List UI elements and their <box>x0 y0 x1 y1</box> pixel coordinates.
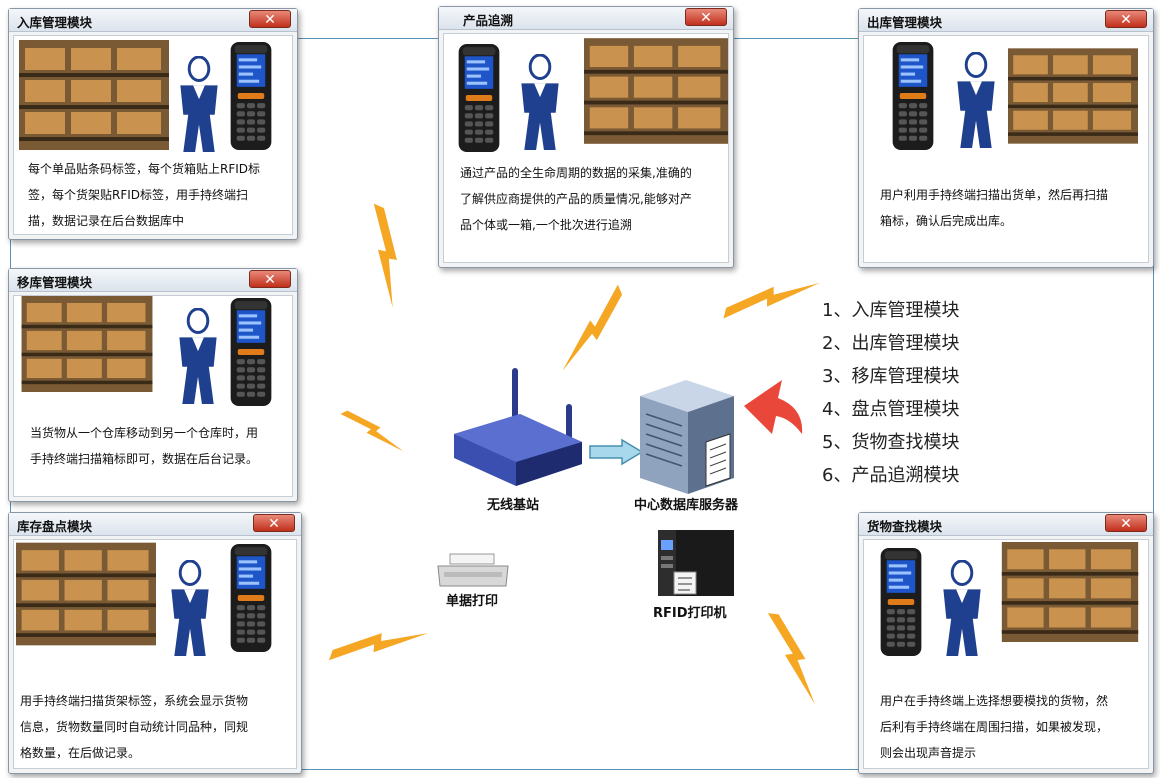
panel-titlebar: 出库管理模块 ✕ <box>859 9 1153 32</box>
module-list-item: 3、移库管理模块 <box>822 366 960 387</box>
router-label: 无线基站 <box>487 498 540 513</box>
handheld-terminal-icon <box>878 546 924 658</box>
desc-line: 了解供应商提供的产品的质量情况,能够对产 <box>460 192 692 206</box>
desc-line: 描，数据记录在后台数据库中 <box>28 214 185 228</box>
printer-icon <box>437 553 509 587</box>
desc-line: 每个单品贴条码标签，每个货箱贴上RFID标 <box>28 162 261 176</box>
panel-title: 库存盘点模块 <box>17 519 93 534</box>
module-list-item: 2、出库管理模块 <box>822 333 960 354</box>
panel-titlebar: 入库管理模块 ✕ <box>9 9 297 32</box>
warehouse-photo <box>1000 542 1140 642</box>
red-arrow-icon <box>744 380 803 434</box>
server-icon <box>640 380 734 494</box>
module-list-item: 1、入库管理模块 <box>822 300 960 321</box>
panel-titlebar: 库存盘点模块 ✕ <box>9 513 301 536</box>
panel-inbound: 入库管理模块 ✕ 每个单品贴条码标签，每个货箱贴上RFID标 签，每个货架贴RF… <box>8 8 298 240</box>
warehouse-photo <box>19 40 169 150</box>
desc-line: 品个体或一箱,一个批次进行追溯 <box>460 218 632 232</box>
close-icon[interactable]: ✕ <box>685 8 727 26</box>
warehouse-photo <box>16 296 158 392</box>
desc-line: 信息，货物数量同时自动统计同品种，同规 <box>20 720 249 734</box>
close-icon[interactable]: ✕ <box>249 270 291 288</box>
rfid-printer-label: RFID打印机 <box>653 606 727 621</box>
desc-line: 则会出现声音提示 <box>880 746 977 760</box>
warehouse-photo <box>584 36 728 146</box>
handheld-terminal-icon <box>890 40 936 152</box>
panel-trace: 产品追溯 ✕ 通过产品的全生命周期的数据的采集,准确的 了解供应商提供的产品的质… <box>438 6 734 268</box>
module-list-item: 4、盘点管理模块 <box>822 399 960 420</box>
panel-outbound: 出库管理模块 ✕ 用户利用手持终端扫描出货单，然后再扫描 箱标，确认后完成出库。 <box>858 8 1154 268</box>
panel-title: 出库管理模块 <box>867 15 943 30</box>
panel-search: 货物查找模块 ✕ 用户在手持终端上选择想要模找的货物，然 后利有手持终端在周围扫… <box>858 512 1154 774</box>
handheld-terminal-icon <box>228 542 274 654</box>
router-icon <box>454 368 582 486</box>
desc-line: 用户利用手持终端扫描出货单，然后再扫描 <box>880 188 1109 202</box>
panel-transfer: 移库管理模块 ✕ 当货物从一个仓库移动到另一个仓库时，用 手持终端扫描箱标即可，… <box>8 268 298 502</box>
rfid-printer-icon <box>658 530 734 596</box>
person-icon <box>940 560 984 658</box>
desc-line: 手持终端扫描箱标即可，数据在后台记录。 <box>30 452 259 466</box>
person-icon <box>954 52 998 150</box>
desc-line: 后利有手持终端在周围扫描，如果被发现， <box>880 720 1109 734</box>
panel-body: 用户利用手持终端扫描出货单，然后再扫描 箱标，确认后完成出库。 <box>863 35 1149 263</box>
panel-body: 用户在手持终端上选择想要模找的货物，然 后利有手持终端在周围扫描，如果被发现， … <box>863 539 1149 769</box>
module-list: 1、入库管理模块 2、出库管理模块 3、移库管理模块 4、盘点管理模块 5、货物… <box>822 294 959 492</box>
panel-description: 当货物从一个仓库移动到另一个仓库时，用 手持终端扫描箱标即可，数据在后台记录。 <box>30 420 258 472</box>
person-icon <box>177 56 221 154</box>
person-icon <box>168 560 212 658</box>
panel-body: 每个单品贴条码标签，每个货箱贴上RFID标 签，每个货架贴RFID标签，用手持终… <box>13 35 293 235</box>
desc-line: 用户在手持终端上选择想要模找的货物，然 <box>880 694 1109 708</box>
panel-body: 用手持终端扫描货架标签，系统会显示货物 信息，货物数量同时自动统计同品种，同规 … <box>13 539 297 769</box>
desc-line: 格数量，在后做记录。 <box>20 746 141 760</box>
panel-title: 入库管理模块 <box>17 15 93 30</box>
desc-line: 通过产品的全生命周期的数据的采集,准确的 <box>460 166 692 180</box>
panel-description: 通过产品的全生命周期的数据的采集,准确的 了解供应商提供的产品的质量情况,能够对… <box>460 160 692 238</box>
panel-inventory: 库存盘点模块 ✕ 用手持终端扫描货架标签，系统会显示货物 信息，货物数量同时自动… <box>8 512 302 774</box>
server-label: 中心数据库服务器 <box>634 498 739 513</box>
desc-line: 签，每个货架贴RFID标签，用手持终端扫 <box>28 188 249 202</box>
module-list-item: 6、产品追溯模块 <box>822 465 960 486</box>
panel-description: 用户在手持终端上选择想要模找的货物，然 后利有手持终端在周围扫描，如果被发现， … <box>880 688 1108 766</box>
handheld-terminal-icon <box>228 296 274 408</box>
close-icon[interactable]: ✕ <box>253 514 295 532</box>
panel-title: 货物查找模块 <box>867 519 943 534</box>
handheld-terminal-icon <box>456 42 502 154</box>
module-list-item: 5、货物查找模块 <box>822 432 960 453</box>
panel-titlebar: 移库管理模块 ✕ <box>9 269 297 292</box>
desc-line: 当货物从一个仓库移动到另一个仓库时，用 <box>30 426 259 440</box>
panel-body: 通过产品的全生命周期的数据的采集,准确的 了解供应商提供的产品的质量情况,能够对… <box>443 33 729 263</box>
panel-title: 产品追溯 <box>463 13 514 28</box>
warehouse-photo <box>16 542 156 646</box>
close-icon[interactable]: ✕ <box>249 10 291 28</box>
desc-line: 用手持终端扫描货架标签，系统会显示货物 <box>20 694 249 708</box>
close-icon[interactable]: ✕ <box>1105 514 1147 532</box>
panel-description: 用手持终端扫描货架标签，系统会显示货物 信息，货物数量同时自动统计同品种，同规 … <box>20 688 248 766</box>
receipt-printer-label: 单据打印 <box>446 594 499 609</box>
arrow-icon <box>589 438 644 466</box>
panel-titlebar: 产品追溯 ✕ <box>439 7 733 30</box>
panel-description: 每个单品贴条码标签，每个货箱贴上RFID标 签，每个货架贴RFID标签，用手持终… <box>28 156 260 234</box>
person-icon <box>176 308 220 406</box>
panel-description: 用户利用手持终端扫描出货单，然后再扫描 箱标，确认后完成出库。 <box>880 182 1108 234</box>
desc-line: 箱标，确认后完成出库。 <box>880 214 1013 228</box>
warehouse-photo <box>1008 36 1138 156</box>
person-icon <box>518 54 562 152</box>
panel-titlebar: 货物查找模块 ✕ <box>859 513 1153 536</box>
panel-title: 移库管理模块 <box>17 275 93 290</box>
handheld-terminal-icon <box>228 40 274 152</box>
panel-body: 当货物从一个仓库移动到另一个仓库时，用 手持终端扫描箱标即可，数据在后台记录。 <box>13 295 293 497</box>
close-icon[interactable]: ✕ <box>1105 10 1147 28</box>
